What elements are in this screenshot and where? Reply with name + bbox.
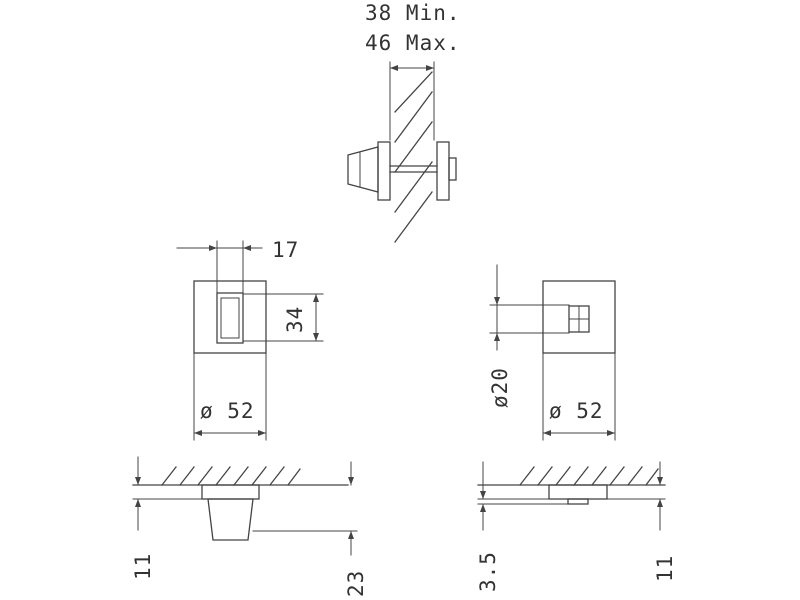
left-profile-view: 11 23 [131,456,368,597]
knob-projection-arrow-top [348,477,354,485]
thickness-max-label: 46 Max. [365,31,461,55]
left-slot-outer [216,292,244,344]
slot-height-label: 34 [283,306,307,333]
right-rose-diameter-label: ø 52 [549,399,604,423]
door-leaf-hatch [394,71,433,243]
right-rose-depth-arrow-bottom [657,499,663,507]
slot-height-arrow-bottom [313,333,319,341]
left-rose-depth-arrow-top [135,477,141,485]
section-knob [347,146,379,193]
right-rose-arrow-right [607,430,615,436]
indicator-arrow-top [494,297,500,305]
thickness-arrow-left [390,65,398,71]
slot-width-label: 17 [272,238,299,262]
right-face-view: ø20 ø 52 [488,264,616,441]
indicator-depth-arrow-bottom [480,504,486,512]
slot-height-arrow-top [313,294,319,302]
thickness-min-label: 38 Min. [365,1,461,25]
door-section-view: 38 Min. 46 Max. [347,1,461,243]
left-rose-arrow-right [258,430,266,436]
right-rose-depth-arrow-top [657,477,663,485]
indicator-diameter-label: ø20 [488,367,512,408]
indicator-depth-arrow-top [480,491,486,499]
right-profile-view: 3.5 11 [476,461,677,592]
right-rose-depth-label: 11 [653,555,677,582]
right-rose-arrow-left [543,430,551,436]
section-indicator-turn [448,157,457,181]
left-rose-square [193,280,267,354]
left-profile-rose [201,484,260,500]
left-wall-hatch [161,466,301,486]
right-profile-rose [548,484,608,500]
left-rose-diameter-label: ø 52 [200,399,255,423]
indicator-depth-label: 3.5 [476,551,500,592]
left-rose-arrow-left [194,430,202,436]
slot-width-arrow-right [243,245,251,251]
right-rose-square [542,280,616,354]
section-rose-right [436,141,450,201]
left-slot-inner [220,297,240,339]
slot-width-arrow-left [209,245,217,251]
left-face-view: 17 34 ø 52 [176,238,324,441]
left-rose-depth-label: 11 [131,553,155,580]
indicator-arrow-bottom [494,333,500,341]
section-rose-left [377,141,391,201]
left-rose-depth-arrow-bottom [135,499,141,507]
knob-projection-label: 23 [344,570,368,597]
knob-projection-arrow-bottom [348,531,354,539]
right-profile-indicator [567,498,589,505]
right-wall-hatch [519,466,659,486]
left-profile-knob [207,498,254,541]
thickness-arrow-right [426,65,434,71]
